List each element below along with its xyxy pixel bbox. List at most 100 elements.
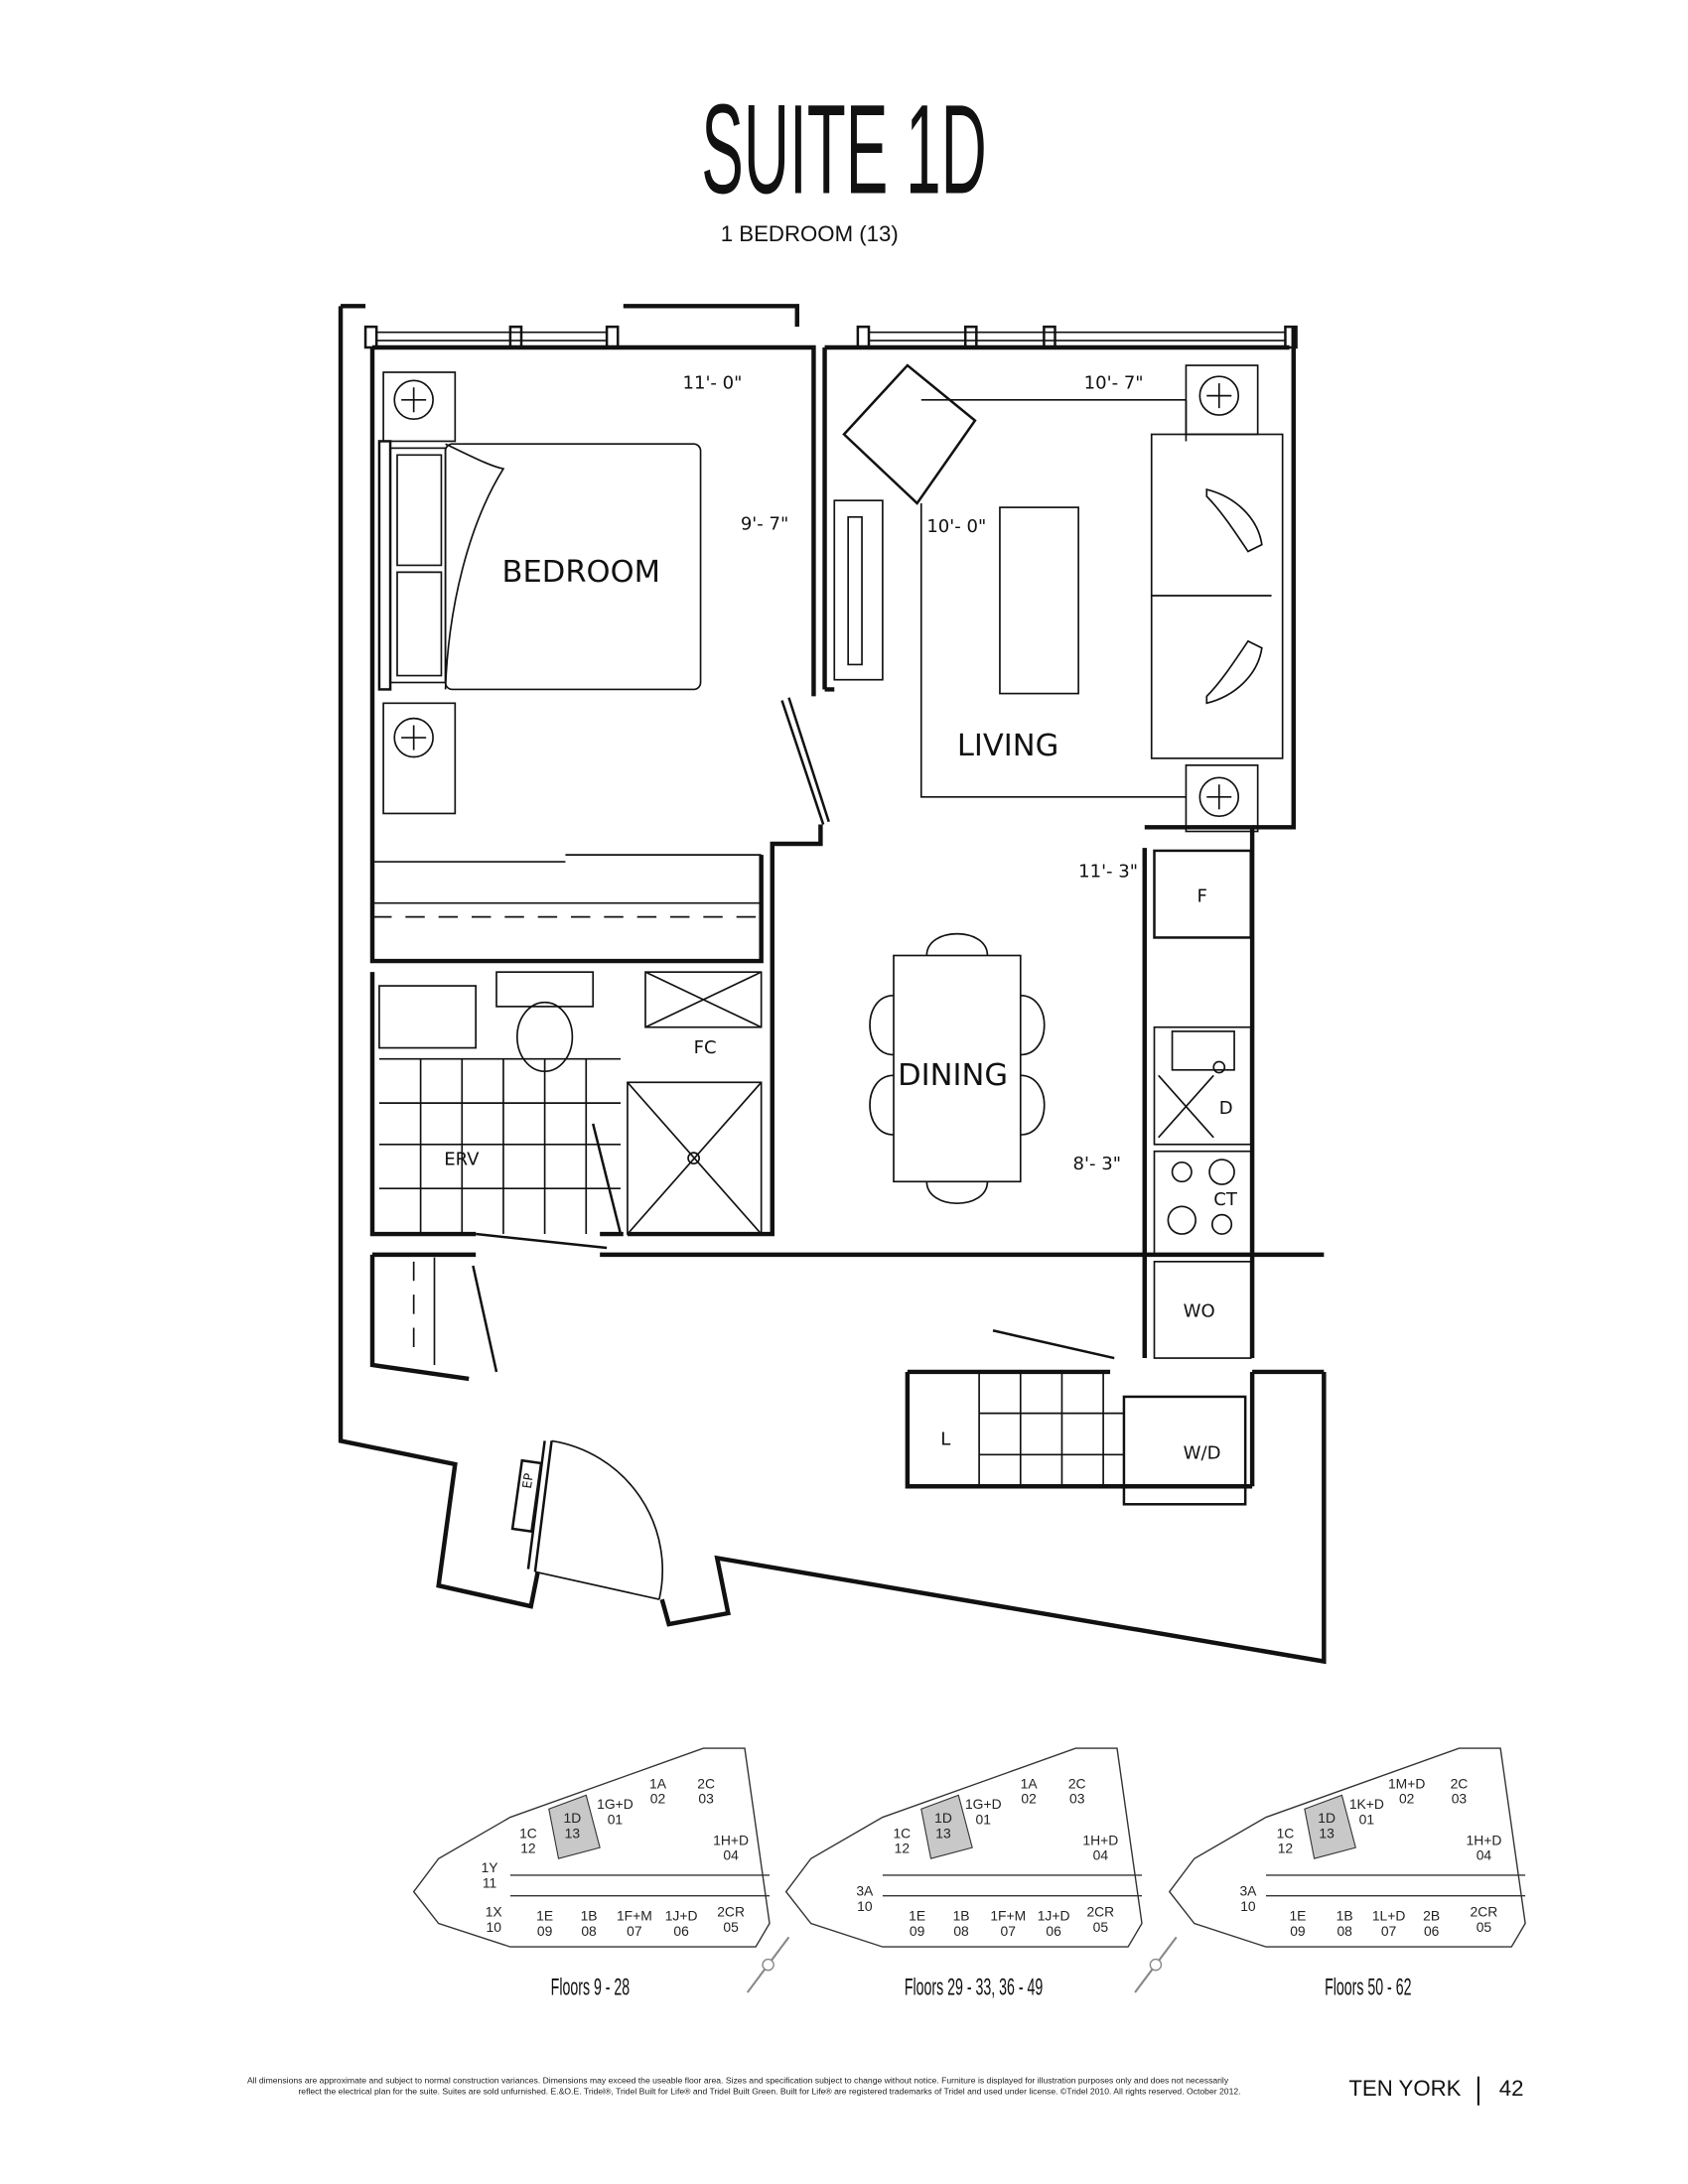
unit-name: 1D xyxy=(934,1810,952,1826)
page-number: 42 xyxy=(1499,2076,1524,2101)
unit-number: 07 xyxy=(1001,1923,1017,1939)
unit-name: 1D xyxy=(1318,1810,1336,1826)
room-label-bedroom: BEDROOM xyxy=(502,555,660,590)
unit-number: 11 xyxy=(483,1874,497,1890)
unit-name: 2CR xyxy=(1086,1904,1114,1920)
compass-icon xyxy=(1149,1958,1163,1972)
unit-name: 1B xyxy=(1336,1908,1353,1924)
unit-name: 1A xyxy=(649,1775,667,1791)
dining-table xyxy=(869,932,1046,1204)
unit-number: 10 xyxy=(1240,1898,1256,1914)
suite-subtitle: 1 BEDROOM (13) xyxy=(721,221,899,246)
unit-name: 1J+D xyxy=(665,1908,698,1924)
unit-name: 1C xyxy=(893,1825,911,1841)
keyplan-caption: Floors 29 - 33, 36 - 49 xyxy=(905,1975,1043,2001)
disclaimer-line-2: reflect the electrical plan for the suit… xyxy=(298,2087,1240,2097)
keyplan-highlight-suite-1d xyxy=(920,1794,973,1859)
dimension-bedroom-width: 11'- 0" xyxy=(683,373,743,394)
unit-number: 07 xyxy=(627,1923,642,1939)
unit-number: 13 xyxy=(1319,1825,1335,1841)
dimension-living-depth: 10'- 0" xyxy=(926,516,986,537)
suite-title: SUITE 1D xyxy=(701,80,987,221)
unit-number: 05 xyxy=(1477,1919,1492,1935)
unit-name: 2C xyxy=(1068,1775,1086,1791)
unit-number: 08 xyxy=(581,1923,597,1939)
unit-number: 08 xyxy=(1336,1923,1352,1939)
unit-number: 04 xyxy=(1477,1847,1492,1863)
entry-door xyxy=(526,1440,553,1572)
disclaimer-line-1: All dimensions are approximate and subje… xyxy=(247,2076,1229,2086)
unit-name: 3A xyxy=(856,1883,874,1899)
window-bedroom xyxy=(363,325,620,349)
electrical-panel-label: EP xyxy=(519,1472,536,1490)
fan-coil-label: FC xyxy=(694,1037,717,1058)
unit-number: 13 xyxy=(935,1825,951,1841)
kitchen xyxy=(1153,849,1252,1359)
unit-number: 09 xyxy=(1290,1923,1306,1939)
unit-name: 1G+D xyxy=(965,1796,1002,1812)
unit-name: 2CR xyxy=(717,1904,745,1920)
unit-number: 05 xyxy=(1093,1919,1109,1935)
unit-name: 2B xyxy=(1423,1908,1440,1924)
compass-icon xyxy=(762,1958,774,1972)
entry xyxy=(412,1257,664,1600)
unit-number: 12 xyxy=(1278,1841,1294,1856)
unit-number: 01 xyxy=(608,1812,624,1828)
room-label-living: LIVING xyxy=(957,729,1058,763)
unit-name: 1L+D xyxy=(1372,1908,1406,1924)
unit-number: 05 xyxy=(723,1919,739,1935)
unit-name: 1F+M xyxy=(617,1908,652,1924)
unit-number: 06 xyxy=(1046,1923,1061,1939)
unit-number: 01 xyxy=(976,1812,992,1828)
unit-number: 01 xyxy=(1359,1812,1375,1828)
fridge-label: F xyxy=(1197,886,1207,906)
unit-number: 02 xyxy=(1021,1791,1037,1807)
erv-label: ERV xyxy=(444,1150,480,1170)
unit-number: 03 xyxy=(1069,1791,1085,1807)
unit-number: 10 xyxy=(857,1898,873,1914)
laundry xyxy=(978,1329,1247,1506)
window-living xyxy=(856,325,1298,349)
keyplan-caption: Floors 50 - 62 xyxy=(1325,1975,1411,2001)
living-furniture xyxy=(833,363,1284,833)
wall-oven-label: WO xyxy=(1184,1300,1215,1321)
unit-name: 1C xyxy=(519,1825,537,1841)
unit-number: 10 xyxy=(487,1919,502,1935)
unit-name: 1J+D xyxy=(1038,1908,1070,1924)
dimension-living-width: 10'- 7" xyxy=(1084,373,1144,394)
unit-number: 09 xyxy=(910,1923,925,1939)
keyplan-caption: Floors 9 - 28 xyxy=(551,1975,631,2001)
unit-number: 03 xyxy=(1452,1791,1468,1807)
unit-number: 06 xyxy=(673,1923,689,1939)
cooktop-label: CT xyxy=(1213,1189,1238,1210)
unit-name: 1F+M xyxy=(990,1908,1026,1924)
unit-number: 03 xyxy=(698,1791,714,1807)
unit-name: 1B xyxy=(953,1908,970,1924)
unit-name: 1E xyxy=(909,1908,925,1924)
unit-name: 1K+D xyxy=(1349,1796,1384,1812)
washer-dryer-label: W/D xyxy=(1184,1442,1221,1463)
unit-number: 07 xyxy=(1381,1923,1397,1939)
